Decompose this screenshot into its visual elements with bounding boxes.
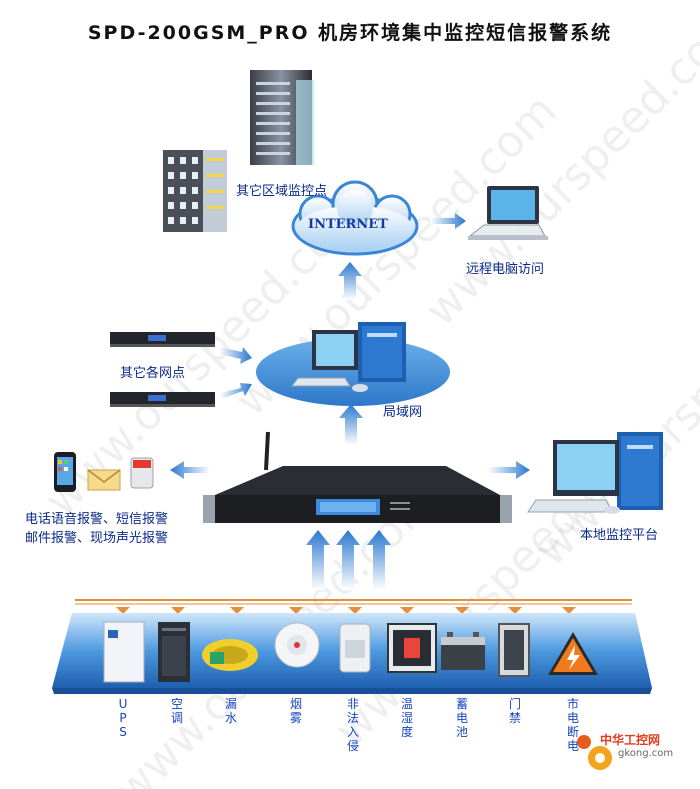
laptop-icon (468, 186, 548, 240)
arrow-to-remote-pc (430, 213, 466, 229)
arrow-sensors-to-controller-3 (367, 530, 391, 590)
arrow-node2-to-lan (220, 383, 252, 399)
arrow-controller-to-lan (339, 404, 363, 445)
battery-icon (441, 632, 485, 670)
sensor-label-ups: UPS (118, 697, 128, 739)
ups-icon (103, 621, 145, 683)
alarm-siren-icon (130, 457, 154, 489)
mobile-phone-icon (54, 452, 76, 492)
sensor-label-door: 门禁 (508, 697, 521, 725)
air-conditioner-icon (158, 622, 190, 682)
network-node-device-1 (110, 332, 215, 347)
label-alarm-methods-2: 邮件报警、现场声光报警 (25, 531, 169, 546)
arrow-controller-to-alarms (170, 461, 210, 479)
sensor-label-mains-power: 市电断电 (566, 697, 579, 753)
gkong-logo-text: 中华工控网 (600, 733, 661, 747)
arrow-controller-to-local-platform (488, 461, 530, 479)
label-remote-pc: 远程电脑访问 (466, 262, 545, 277)
arrow-sensors-to-controller-2 (336, 530, 360, 590)
internet-cloud-icon (291, 180, 419, 256)
page-title: SPD-200GSM_PRO 机房环境集中监控短信报警系统 (87, 22, 613, 44)
sensor-label-intrusion: 非法入侵 (346, 697, 359, 753)
water-leak-sensor-icon (202, 639, 258, 671)
bus-drop-arrows (116, 607, 576, 614)
controller-device-icon (203, 431, 512, 523)
mains-power-warning-icon (548, 632, 598, 675)
label-internet: INTERNET (308, 217, 388, 232)
intrusion-detector-icon (339, 623, 371, 673)
local-computer-icon (527, 432, 663, 514)
arrow-sensors-to-controller-1 (306, 530, 330, 590)
door-access-icon (498, 623, 530, 677)
sensor-label-temperature-humidity: 温湿度 (400, 697, 413, 739)
label-alarm-methods-1: 电话语音报警、短信报警 (25, 512, 169, 527)
gkong-logo-sub: gkong.com (618, 748, 674, 759)
gkong-logo-icon (577, 735, 612, 770)
label-other-nodes: 其它各网点 (120, 366, 186, 381)
sensor-label-smoke: 烟雾 (289, 697, 302, 725)
arrow-lan-to-internet (338, 262, 362, 300)
sensor-label-battery: 蓄电池 (455, 697, 468, 739)
office-buildings-icon (163, 70, 314, 232)
envelope-icon (87, 469, 121, 491)
smoke-detector-icon (274, 622, 320, 668)
sensor-label-water-leak: 漏水 (224, 697, 237, 725)
arrow-node1-to-lan (219, 347, 252, 364)
network-node-device-2 (110, 392, 215, 407)
temperature-humidity-sensor-icon (387, 623, 437, 673)
label-other-area: 其它区域监控点 (236, 184, 328, 199)
label-lan: 局域网 (383, 405, 423, 420)
lan-computer-icon (291, 322, 406, 392)
sensor-label-air-conditioner: 空调 (170, 697, 183, 725)
label-local-platform: 本地监控平台 (580, 528, 659, 543)
